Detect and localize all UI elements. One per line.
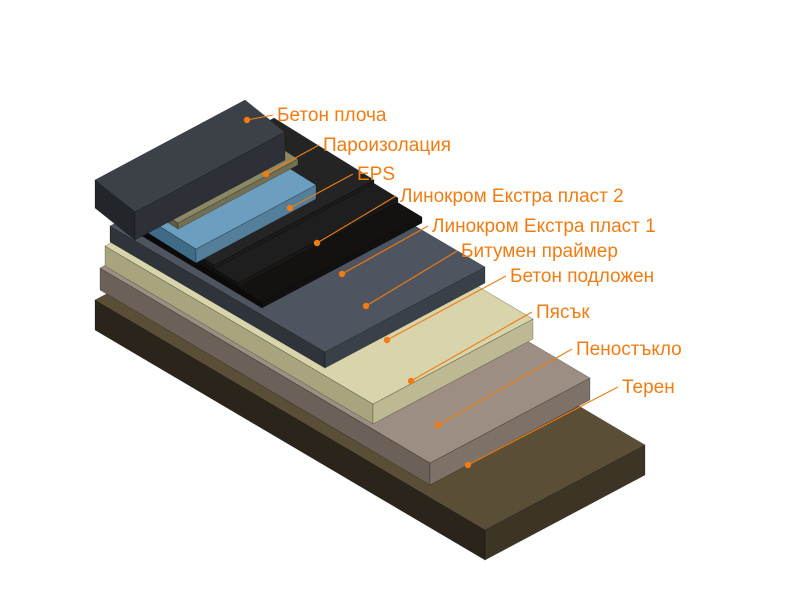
label-foam-glass: Пеностъкло <box>576 339 682 360</box>
leader-line-concrete-slab <box>246 114 274 121</box>
layer-concrete-slab <box>94 99 286 241</box>
leader-dot-linocrom-1 <box>338 270 346 278</box>
leader-line-sand <box>410 311 533 382</box>
leader-line-concrete-base <box>386 275 507 341</box>
label-linocrom-1: Линокром Екстра пласт 1 <box>432 216 656 237</box>
leader-dot-vapor-barrier <box>262 170 270 178</box>
label-concrete-slab: Бетон плоча <box>277 105 387 126</box>
leader-line-vapor-barrier <box>265 144 320 175</box>
leader-dot-linocrom-2 <box>313 239 321 247</box>
leader-dot-sand <box>407 377 415 385</box>
label-linocrom-2: Линокром Екстра пласт 2 <box>400 186 624 207</box>
label-concrete-base: Бетон подложен <box>510 266 654 287</box>
leader-line-linocrom-1 <box>341 225 429 275</box>
label-sand: Пясък <box>536 302 590 323</box>
layer-concrete-slab-end-face <box>134 131 286 241</box>
leader-line-eps <box>289 173 354 209</box>
leader-dot-foam-glass <box>434 421 442 429</box>
leader-dot-concrete-slab <box>243 116 251 124</box>
label-vapor-barrier: Пароизолация <box>323 135 451 156</box>
layer-concrete-slab-top-face <box>94 99 286 213</box>
layer-sand-end-face <box>372 318 534 425</box>
leader-dot-concrete-base <box>383 336 391 344</box>
label-eps: EPS <box>357 164 395 185</box>
leader-dot-eps <box>286 204 294 212</box>
layer-concrete-base-end-face <box>324 266 486 369</box>
layer-terrain-end-face <box>484 444 646 561</box>
leader-line-foam-glass <box>437 348 573 426</box>
leader-dot-bitumen-primer <box>362 302 370 310</box>
leader-dot-terrain <box>464 461 472 469</box>
leader-line-terrain <box>467 386 619 466</box>
label-bitumen-primer: Битумен праймер <box>461 241 618 262</box>
layers-group <box>94 99 646 561</box>
layer-foam-glass-end-face <box>429 377 591 486</box>
leader-line-bitumen-primer <box>365 250 458 307</box>
leader-line-linocrom-2 <box>316 195 397 244</box>
label-terrain: Терен <box>622 377 675 398</box>
